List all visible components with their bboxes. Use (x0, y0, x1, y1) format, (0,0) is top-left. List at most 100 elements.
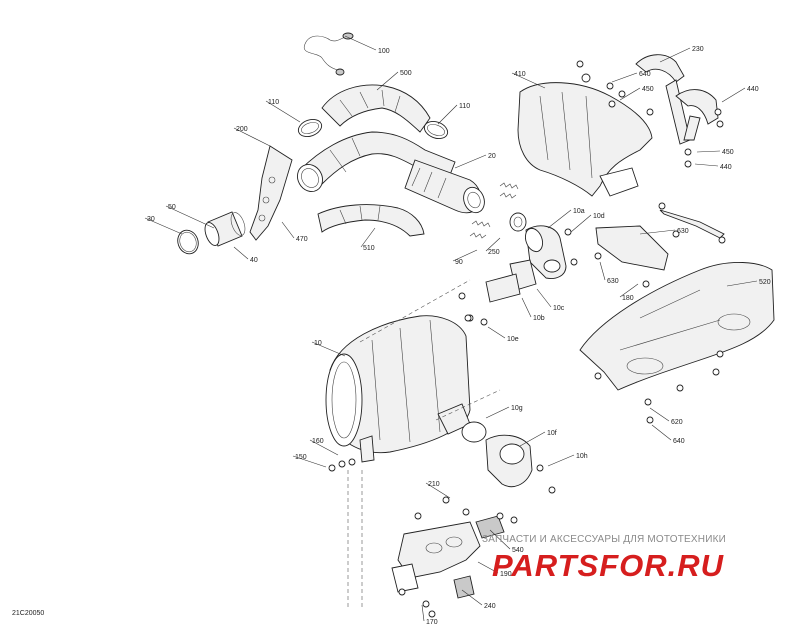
callout-leader-200 (233, 127, 271, 147)
callout-leader-470 (281, 221, 295, 239)
callout-label-510: 510 (363, 245, 375, 252)
muffler-410 (517, 82, 653, 197)
callout-leader-160 (309, 439, 339, 456)
callout-leader-170 (421, 604, 425, 622)
callout-leader-410 (511, 72, 546, 89)
bracket-630 (594, 202, 726, 424)
rubber-mount-240 (453, 575, 475, 599)
clamp-110-right (423, 120, 449, 140)
callout-leader-110 (437, 104, 458, 125)
callout-label-450: 450 (722, 149, 734, 156)
callout-leader-190 (477, 561, 499, 574)
callout-label-150: 150 (295, 454, 307, 461)
callout-leader-30 (144, 217, 183, 235)
callout-leader-10b (521, 297, 532, 318)
callout-leader-50 (165, 205, 215, 229)
callout-label-110: 110 (459, 103, 470, 110)
callout-leader-10c (536, 288, 552, 308)
tailpipe-10f (437, 403, 556, 494)
catalytic-converter-20 (404, 159, 485, 214)
callout-leader-240 (461, 589, 483, 606)
callout-leader-640 (611, 72, 638, 83)
heat-shield-510 (317, 204, 425, 237)
gasket-ring-30 (177, 229, 199, 255)
callout-label-170: 170 (426, 619, 438, 626)
callout-leader-630 (599, 261, 606, 281)
mount-bracket-190 (391, 496, 481, 618)
callout-label-110: 110 (268, 99, 279, 106)
callout-label-90: 90 (455, 259, 463, 266)
callout-label-240: 240 (484, 603, 496, 610)
callout-leader-10d (570, 214, 592, 233)
callout-label-440: 440 (747, 86, 759, 93)
callout-label-500: 500 (400, 70, 412, 77)
callout-leader-630 (639, 229, 676, 235)
assembly-guide-lines (347, 279, 501, 610)
oxygen-sensor-cable (303, 32, 354, 76)
callout-leader-540 (489, 529, 511, 550)
callout-label-10h: 10h (576, 453, 588, 460)
callout-label-10b: 10b (533, 315, 545, 322)
callout-label-190: 190 (500, 571, 512, 578)
callout-leader-110 (265, 100, 301, 123)
callout-leader-10h (547, 454, 575, 467)
callout-label-640: 640 (639, 71, 651, 78)
callout-leader-440 (694, 163, 719, 167)
callout-leader-230 (659, 47, 691, 63)
hardware-150-160 (328, 435, 375, 472)
callout-label-20: 20 (488, 153, 496, 160)
callout-leader-250 (485, 237, 501, 252)
callout-label-640: 640 (673, 438, 685, 445)
callout-leader-10g (485, 406, 510, 419)
callout-label-250: 250 (488, 249, 500, 256)
callout-label-180: 180 (622, 295, 634, 302)
callout-label-40: 40 (250, 257, 258, 264)
callout-label-10f: 10f (547, 430, 557, 437)
watermark-tagline: ЗАПЧАСТИ И АКСЕССУАРЫ ДЛЯ МОТОТЕХНИКИ (482, 534, 727, 545)
callout-leader-510 (360, 227, 376, 248)
callout-leader-620 (649, 407, 670, 422)
rubber-mount-540 (475, 512, 518, 539)
callout-label-540: 540 (512, 547, 524, 554)
callout-label-10d: 10d (593, 213, 605, 220)
callout-label-10c: 10c (553, 305, 565, 312)
callout-label-620: 620 (671, 419, 683, 426)
callout-leader-90 (452, 249, 478, 262)
diagram-code: 21C20050 (12, 610, 45, 617)
callout-label-210: 210 (428, 481, 440, 488)
callout-leader-180 (619, 283, 639, 298)
callout-leader-450 (619, 87, 641, 101)
main-muffler-10 (325, 314, 472, 454)
callout-leader-210 (425, 482, 451, 499)
callout-leader-10 (311, 341, 346, 357)
callout-label-30: 30 (147, 216, 155, 223)
callout-label-230: 230 (692, 46, 704, 53)
callout-label-10: 10 (314, 340, 322, 347)
callout-leader-150 (292, 455, 327, 468)
callout-label-100: 100 (378, 48, 390, 55)
callout-leader-440 (721, 87, 746, 103)
callout-layer: 100500110110200205030404705102509010a10d… (144, 35, 771, 626)
callout-label-410: 410 (514, 71, 526, 78)
callout-leader-10f (519, 431, 546, 447)
heat-shield-520 (579, 261, 775, 391)
callout-leader-100 (344, 35, 377, 51)
callout-leader-520 (726, 280, 758, 287)
exhaust-y-pipe (297, 131, 456, 192)
callout-label-630: 630 (607, 278, 619, 285)
callout-label-10a: 10a (573, 208, 585, 215)
sleeve-50 (204, 211, 246, 247)
callout-label-200: 200 (236, 126, 248, 133)
hardware-muffler (576, 60, 724, 168)
springs (469, 182, 527, 239)
watermark-logo: PARTSFOR.RU (492, 548, 725, 583)
callout-label-450: 450 (642, 86, 654, 93)
callout-label-440: 440 (720, 164, 732, 171)
callout-label-520: 520 (759, 279, 771, 286)
callout-leader-10a (547, 209, 572, 229)
clamp-110-left (297, 118, 323, 138)
callout-label-50: 50 (168, 204, 176, 211)
callout-label-10g: 10g (511, 405, 523, 412)
